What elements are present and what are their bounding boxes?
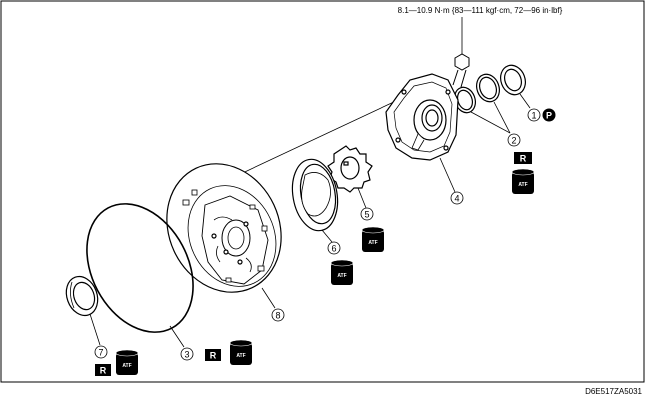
callout-3-number: 3 [184,350,189,360]
diagram-border [0,0,645,383]
callout-1: 1 [527,108,541,122]
replace-symbol-letter: R [520,154,527,164]
atf-can-part-3: ATF [229,339,253,365]
atf-can-label: ATF [236,353,245,359]
callout-7: 7 [94,345,108,359]
callout-1-number: 1 [531,111,536,121]
o-ring-part-3 [86,203,194,348]
callout-4: 4 [450,191,464,205]
callout-4-number: 4 [454,194,459,204]
callout-2: 2 [507,133,521,147]
inner-gear-part-5 [327,145,373,209]
replace-symbol-letter: R [210,351,217,361]
callout-3: 3 [180,347,194,361]
callout-7-number: 7 [98,348,103,358]
atf-can-label: ATF [337,273,346,279]
replace-symbol-part-7: R [95,364,111,376]
atf-can-part-7: ATF [115,349,139,375]
pump-body-part-8 [166,163,282,309]
atf-can-label: ATF [368,240,377,246]
callout-8: 8 [271,308,285,322]
seal-ring-part-1 [500,64,531,109]
bolt [452,17,470,88]
callout-2-number: 2 [511,136,516,146]
callout-5: 5 [360,207,374,221]
oil-seal-part-7 [65,275,101,346]
atf-can-part-6: ATF [330,259,354,285]
torque-spec-label: 8.1—10.9 N·m {83—111 kgf·cm, 72—96 in·lb… [398,6,563,15]
image-code: D6E517ZA5031 [585,387,642,396]
petroleum-jelly-symbol: P [542,108,556,122]
callout-6: 6 [327,241,341,255]
atf-can-part-2: ATF [511,168,535,194]
callout-5-number: 5 [364,210,369,220]
atf-can-part-5: ATF [361,226,385,252]
seal-rings-part-2 [454,73,511,134]
replace-symbol-part-3: R [205,349,221,361]
outer-gear-part-6 [291,158,339,243]
atf-can-label: ATF [518,182,527,188]
callout-6-number: 6 [331,244,336,254]
replace-symbol-letter: R [100,366,107,376]
pump-cover-part-4 [385,73,459,193]
petroleum-jelly-letter: P [546,111,552,121]
atf-can-label: ATF [122,363,131,369]
replace-symbol-part-2: R [514,152,532,164]
callout-8-number: 8 [275,311,280,321]
